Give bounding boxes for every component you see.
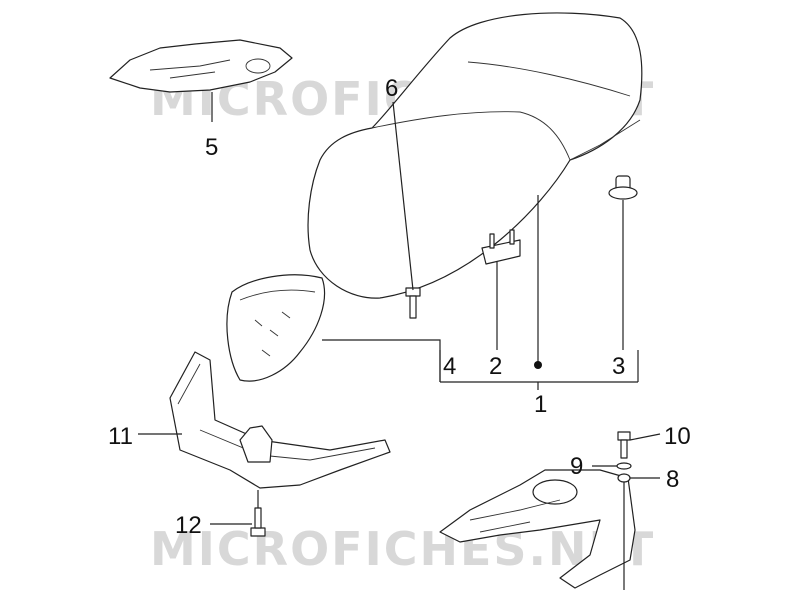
callout-1: 1 (534, 391, 547, 418)
part-4-seat-pan (226, 274, 326, 382)
callout-9: 9 (570, 453, 583, 480)
part-2-bracket (481, 229, 521, 265)
callout-4: 4 (443, 353, 456, 380)
callout-5: 5 (205, 134, 218, 161)
part-1-saddle (307, 12, 643, 299)
callout-6: 6 (385, 75, 398, 102)
part-10-screw (617, 431, 631, 459)
callout-11: 11 (108, 423, 133, 450)
leader-10 (629, 433, 661, 441)
callout-10: 10 (664, 423, 691, 450)
watermark-bottom: MICROFICHES.NET (150, 522, 655, 576)
part-6-screw (405, 287, 421, 319)
part-11-grab-rail (169, 351, 391, 489)
rear-carrier (439, 469, 636, 589)
part-8-nut (617, 473, 631, 483)
callout-dot (534, 361, 542, 369)
part-3-buffer (608, 175, 638, 200)
callout-8: 8 (666, 466, 679, 493)
leader-6 (392, 101, 414, 291)
callout-3: 3 (612, 353, 625, 380)
callout-12: 12 (175, 512, 202, 539)
part-5-seat-cover (109, 39, 293, 93)
callout-2: 2 (489, 353, 502, 380)
part-9-washer (616, 462, 632, 470)
leader-4 (322, 339, 441, 382)
